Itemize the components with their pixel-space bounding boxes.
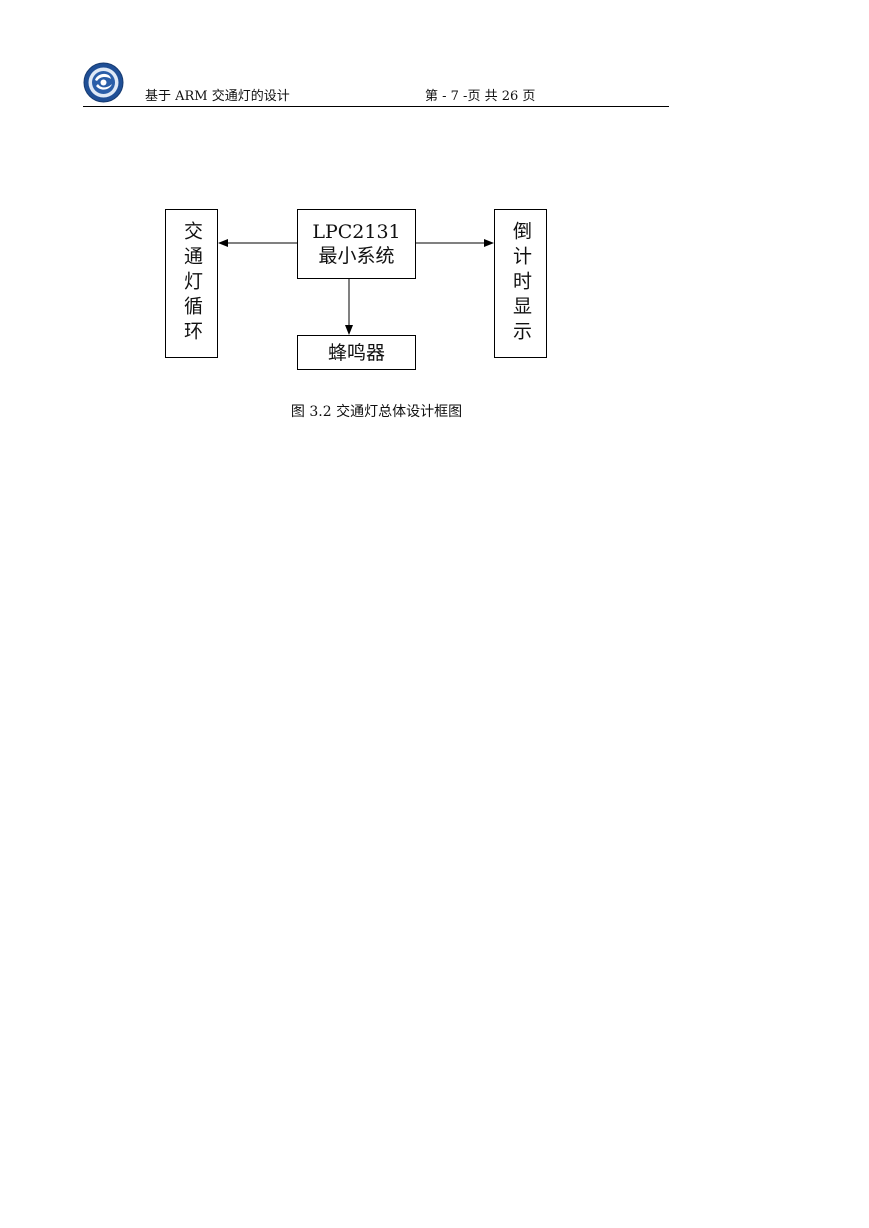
header-rule — [83, 106, 669, 107]
university-seal-icon — [83, 62, 124, 103]
core-label-line1: LPC2131 — [312, 221, 401, 243]
lpc2131-core-box: LPC2131 最小系统 — [297, 209, 416, 279]
traffic-light-loop-label: 交通灯循环 — [181, 221, 203, 346]
document-title: 基于 ARM 交通灯的设计 — [145, 89, 290, 104]
figure-caption: 图 3.2 交通灯总体设计框图 — [290, 404, 463, 420]
buzzer-label: 蜂鸣器 — [327, 341, 385, 364]
countdown-display-label: 倒计时显示 — [510, 221, 532, 346]
core-label-line2: 最小系统 — [318, 245, 395, 267]
page-header: 基于 ARM 交通灯的设计 第 - 7 -页 共 26 页 — [0, 0, 869, 110]
page-number: 第 - 7 -页 共 26 页 — [425, 89, 536, 104]
countdown-display-box: 倒计时显示 — [494, 209, 547, 358]
traffic-light-loop-box: 交通灯循环 — [165, 209, 218, 358]
buzzer-box: 蜂鸣器 — [297, 335, 416, 370]
